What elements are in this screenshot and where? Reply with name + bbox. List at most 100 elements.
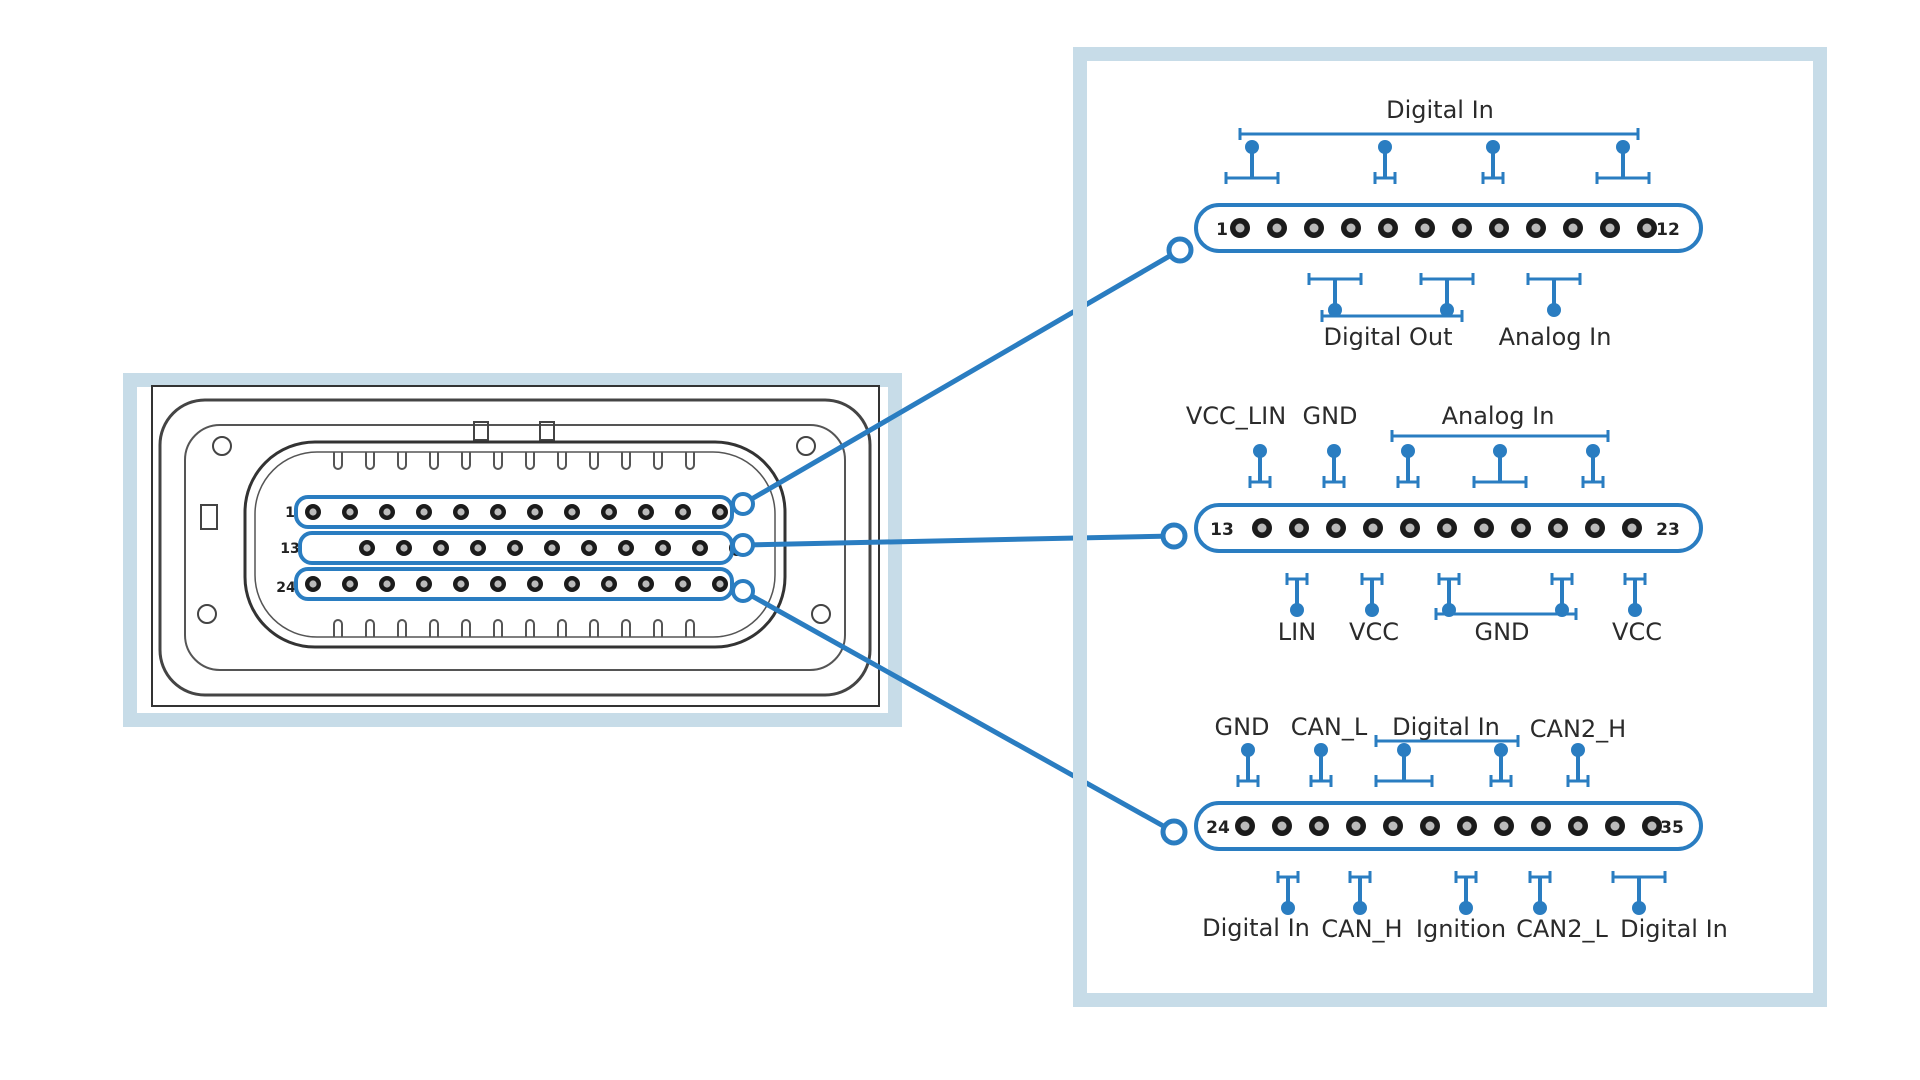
marker-dot <box>1616 140 1630 154</box>
socket-tooth <box>493 452 503 470</box>
socket-tooth <box>653 619 663 637</box>
callout-node <box>1160 818 1188 846</box>
detail-row-1: 1 12 Digital In Digital Out Analog In <box>1194 96 1703 351</box>
pin-contact-center <box>1462 821 1472 831</box>
marker-dot <box>1459 901 1473 915</box>
pin-contact-center <box>1442 523 1452 533</box>
signal-label-analog-in: Analog In <box>1499 323 1612 351</box>
callout-node <box>731 492 755 516</box>
marker-dot <box>1586 444 1600 458</box>
socket-tooth <box>525 452 535 470</box>
marker-dot <box>1494 743 1508 757</box>
marker-dot <box>1253 444 1267 458</box>
pin-contact-center <box>1536 821 1546 831</box>
signal-label-gnd: GND <box>1302 402 1357 430</box>
pin-contact-center <box>1610 821 1620 831</box>
socket-tooth <box>653 452 663 470</box>
signal-label-can-h: CAN_H <box>1321 915 1402 943</box>
marker-dot <box>1547 303 1561 317</box>
pin-contact-center <box>1531 223 1541 233</box>
pin-contact-center <box>309 508 317 516</box>
pin-contact-center <box>437 544 445 552</box>
pin-contact-center <box>585 544 593 552</box>
signal-label-digital-out: Digital Out <box>1324 323 1453 351</box>
pin-contact-center <box>1257 523 1267 533</box>
pin-contact-center <box>1605 223 1615 233</box>
pin-number-last: 12 <box>1656 220 1680 240</box>
pin-contact-center <box>1647 821 1657 831</box>
signal-label-digital-in: Digital In <box>1202 914 1310 942</box>
pin-contact-center <box>679 508 687 516</box>
pin-contact-center <box>1383 223 1393 233</box>
pin-contact-center <box>1568 223 1578 233</box>
pin-contact-center <box>1368 523 1378 533</box>
pin-contact-center <box>494 580 502 588</box>
key-slot <box>200 504 218 530</box>
connector-illustration: 1 13 24 <box>123 373 902 727</box>
callout-node <box>1160 522 1188 550</box>
pin-contact-center <box>1405 523 1415 533</box>
socket-tooth <box>621 452 631 470</box>
callout-line-row3 <box>741 588 1176 835</box>
pin-number-1: 1 <box>285 505 295 521</box>
signal-label-gnd: GND <box>1474 618 1529 646</box>
callout-node <box>731 579 755 603</box>
marker-dot <box>1245 140 1259 154</box>
socket-tooth <box>461 619 471 637</box>
signal-label-vcc: VCC <box>1612 618 1662 646</box>
signal-label-analog-in: Analog In <box>1442 402 1555 430</box>
socket-tooth <box>333 619 343 637</box>
mount-hole <box>811 604 831 624</box>
pin-contact-center <box>531 508 539 516</box>
pin-contact-center <box>716 508 724 516</box>
signal-label-ignition: Ignition <box>1416 915 1506 943</box>
marker-dot <box>1365 603 1379 617</box>
pin-markers <box>1248 430 1647 620</box>
pin-contact-center <box>642 580 650 588</box>
pin-contact-center <box>346 580 354 588</box>
pin-contact-center <box>1420 223 1430 233</box>
socket-tooth <box>461 452 471 470</box>
pin-contact-center <box>1294 523 1304 533</box>
pin-markers <box>1224 128 1651 322</box>
pin-contact-center <box>1235 223 1245 233</box>
marker-dot <box>1571 743 1585 757</box>
pin-contact-center <box>1494 223 1504 233</box>
socket-tooth <box>333 452 343 470</box>
pin-contact-center <box>531 580 539 588</box>
signal-label-vcc: VCC <box>1349 618 1399 646</box>
signal-label-digital-in: Digital In <box>1392 713 1500 741</box>
callout-line-row1 <box>741 247 1182 507</box>
pin-contact-center <box>679 580 687 588</box>
marker-dot <box>1533 901 1547 915</box>
pin-contact-center <box>605 508 613 516</box>
marker-dot <box>1378 140 1392 154</box>
pin-contact-center <box>457 580 465 588</box>
pin-contact-center <box>1277 821 1287 831</box>
connector-housing-inner <box>184 424 846 671</box>
row-pins <box>1230 218 1657 238</box>
pin-contact-center <box>383 580 391 588</box>
pin-number-first: 1 <box>1216 220 1228 240</box>
pin-contact-center <box>1240 821 1250 831</box>
socket-tooth <box>397 452 407 470</box>
signal-label-gnd: GND <box>1214 713 1269 741</box>
marker-dot <box>1440 303 1454 317</box>
marker-dot <box>1328 303 1342 317</box>
pin-contact-center <box>1499 821 1509 831</box>
signal-label-can-l: CAN_L <box>1291 713 1368 741</box>
socket-teeth <box>333 452 695 637</box>
marker-dot <box>1628 603 1642 617</box>
marker-dot <box>1327 444 1341 458</box>
detail-panel-frame <box>1073 47 1827 1007</box>
callout-lines <box>731 236 1194 846</box>
marker-dot <box>1397 743 1411 757</box>
row-strip <box>1194 203 1703 253</box>
socket-tooth <box>557 452 567 470</box>
marker-dot <box>1486 140 1500 154</box>
socket-tooth <box>525 619 535 637</box>
pin-contact-center <box>1642 223 1652 233</box>
mount-hole <box>197 604 217 624</box>
pin-contact-center <box>1351 821 1361 831</box>
pin-contact-center <box>1346 223 1356 233</box>
